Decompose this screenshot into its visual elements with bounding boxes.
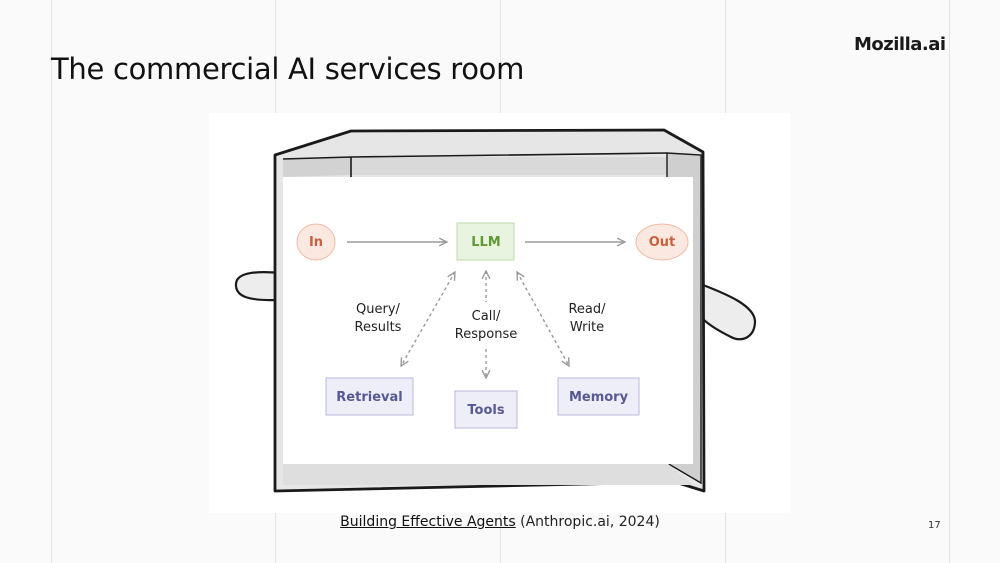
node-memory: Memory bbox=[557, 377, 640, 416]
box-inner-left bbox=[283, 157, 351, 177]
svg-text:Results: Results bbox=[355, 320, 402, 335]
node-in: In bbox=[296, 223, 336, 261]
source-link[interactable]: Building Effective Agents bbox=[340, 514, 516, 530]
svg-text:Call/: Call/ bbox=[472, 309, 501, 324]
edge-label-query-results: Query/ Results bbox=[355, 302, 402, 335]
guide-line bbox=[949, 0, 950, 563]
node-in-label: In bbox=[309, 235, 323, 250]
box-handle-right bbox=[701, 283, 757, 341]
mozilla-ai-logo: Mozilla.ai bbox=[854, 34, 946, 55]
agent-diagram-figure: In LLM Out Retrieval Tools Memory Query/… bbox=[209, 113, 790, 513]
figure-caption: Building Effective Agents (Anthropic.ai,… bbox=[0, 514, 1000, 530]
source-citation: (Anthropic.ai, 2024) bbox=[520, 514, 660, 530]
edge-label-read-write: Read/ Write bbox=[568, 302, 606, 335]
slide-title: The commercial AI services room bbox=[51, 52, 525, 86]
page-number: 17 bbox=[928, 520, 941, 531]
box-inner-edge bbox=[282, 152, 668, 177]
node-retrieval: Retrieval bbox=[325, 377, 414, 416]
node-out-label: Out bbox=[649, 235, 676, 250]
svg-text:Query/: Query/ bbox=[356, 302, 401, 317]
edge-label-call-response: Call/ Response bbox=[455, 309, 517, 342]
node-llm: LLM bbox=[456, 222, 515, 261]
node-tools: Tools bbox=[454, 390, 518, 429]
arrow-llm-retrieval bbox=[401, 272, 455, 366]
box-bottom-shadow bbox=[283, 463, 693, 485]
node-llm-label: LLM bbox=[471, 235, 501, 250]
arrows bbox=[347, 242, 625, 378]
svg-text:Write: Write bbox=[570, 320, 604, 335]
node-retrieval-label: Retrieval bbox=[336, 390, 402, 405]
box-inner-back bbox=[351, 157, 667, 175]
box-handle-left bbox=[234, 271, 283, 302]
node-tools-label: Tools bbox=[467, 403, 504, 418]
node-out: Out bbox=[635, 223, 689, 261]
svg-text:Read/: Read/ bbox=[568, 302, 606, 317]
guide-line bbox=[51, 0, 52, 563]
node-memory-label: Memory bbox=[569, 390, 629, 405]
agent-diagram: In LLM Out Retrieval Tools Memory Query/… bbox=[234, 128, 757, 493]
svg-text:Response: Response bbox=[455, 327, 517, 342]
